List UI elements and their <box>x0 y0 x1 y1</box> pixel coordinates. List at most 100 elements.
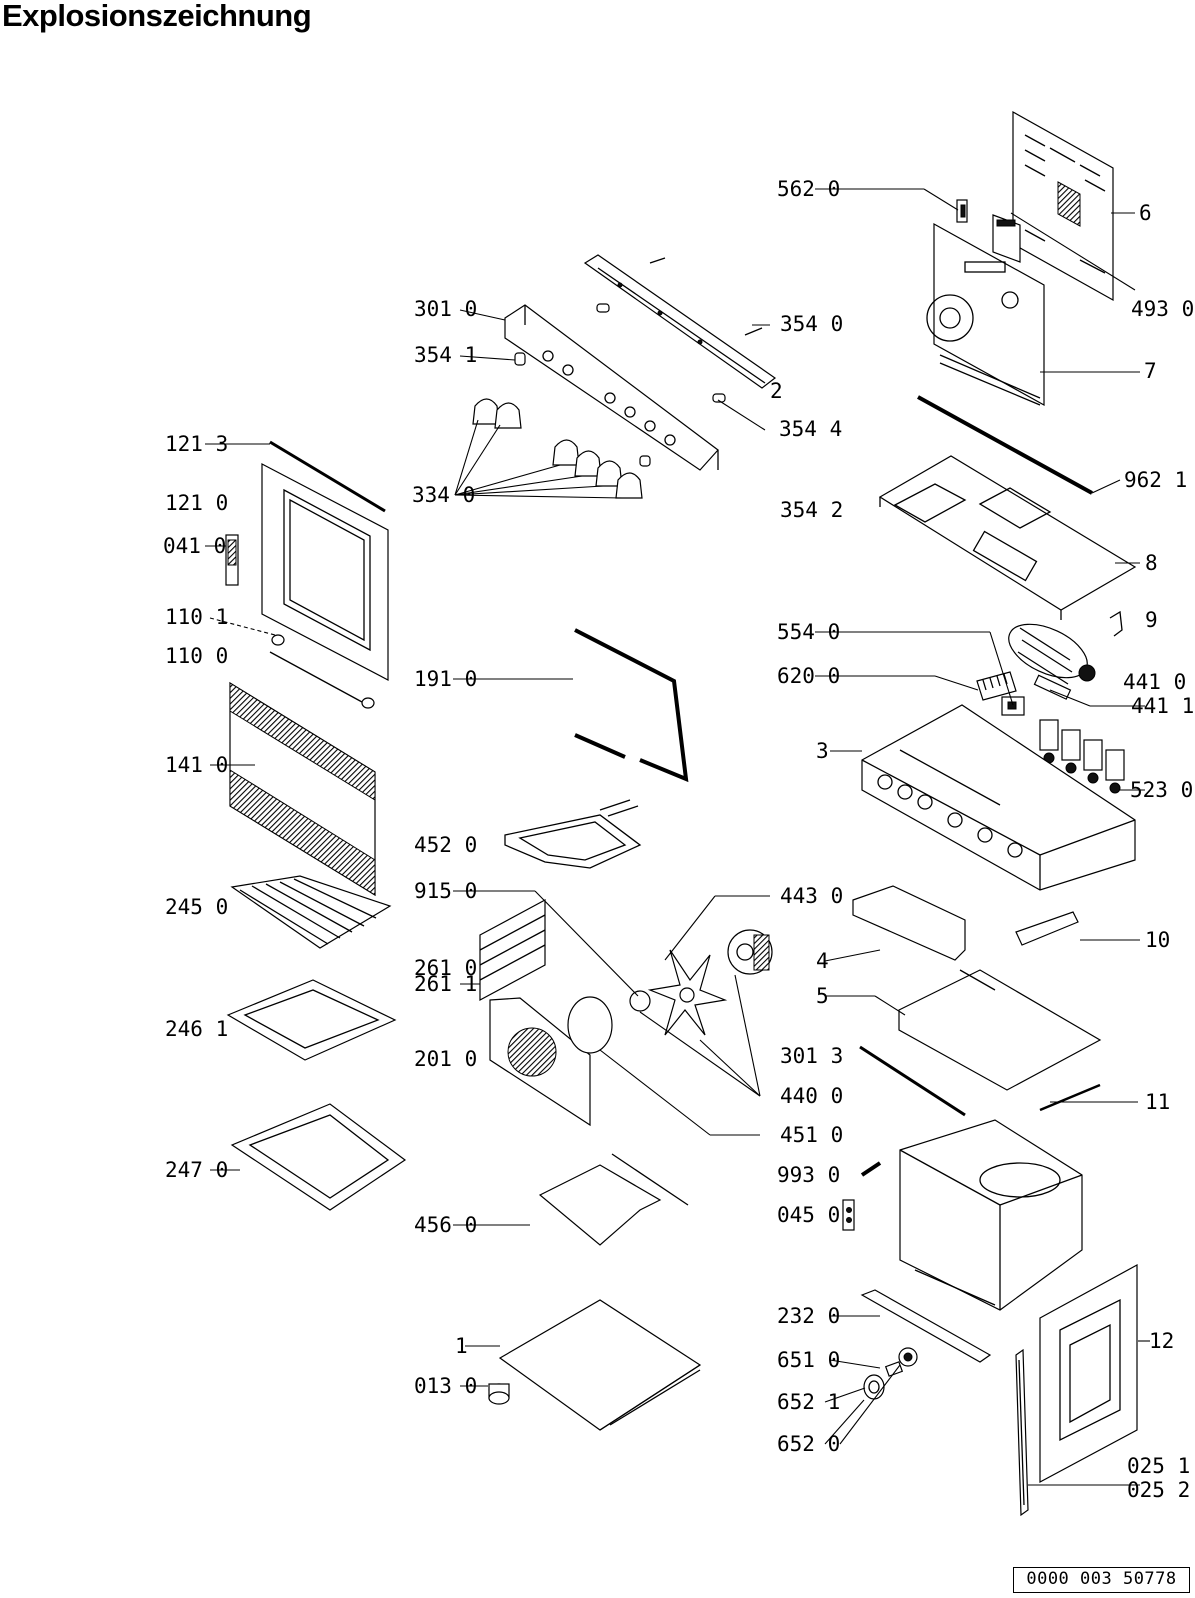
label-651-0: 651 0 <box>777 1348 840 1372</box>
label-5: 5 <box>816 984 829 1008</box>
label-110-1: 110 1 <box>165 605 228 629</box>
part-strip-301-3 <box>859 1045 966 1117</box>
label-247-0: 247 0 <box>165 1158 228 1182</box>
part-knob-bushing <box>884 1347 918 1377</box>
part-tangential-fan <box>1008 623 1096 685</box>
label-9: 9 <box>1145 608 1158 632</box>
part-rear-housing <box>926 222 1045 407</box>
label-7: 7 <box>1144 359 1157 383</box>
label-232-0: 232 0 <box>777 1304 840 1328</box>
label-201-0: 201 0 <box>414 1047 477 1071</box>
part-latch-045 <box>842 1199 855 1231</box>
label-1: 1 <box>455 1334 468 1358</box>
part-lamp <box>629 990 651 1012</box>
label-121-0: 121 0 <box>165 491 228 515</box>
leader-lines <box>205 188 1150 1486</box>
part-side-bracket-4 <box>852 885 966 961</box>
label-11: 11 <box>1145 1090 1170 1114</box>
label-3: 3 <box>816 739 829 763</box>
document-number-box: 0000 003 50778 <box>1013 1567 1190 1593</box>
label-334-0: 334 0 <box>412 483 475 507</box>
label-245-0: 245 0 <box>165 895 228 919</box>
label-554-0: 554 0 <box>777 620 840 644</box>
label-562-0: 562 0 <box>777 177 840 201</box>
label-041-0: 041 0 <box>163 534 226 558</box>
label-354-4: 354 4 <box>779 417 842 441</box>
part-base-plate <box>898 969 1102 1091</box>
part-panel-bracket <box>583 254 777 389</box>
part-bottom-plate <box>498 1299 702 1431</box>
part-control-knobs <box>472 398 643 499</box>
part-fan-ring <box>567 996 613 1054</box>
label-652-0: 652 0 <box>777 1432 840 1456</box>
label-301-0: 301 0 <box>414 297 477 321</box>
part-knob <box>863 1374 885 1400</box>
label-141-0: 141 0 <box>165 753 228 777</box>
label-441-1: 441 1 <box>1131 694 1194 718</box>
part-fan-bracket <box>1033 674 1072 700</box>
part-front-frame <box>1039 1263 1138 1484</box>
part-control-switches <box>1039 719 1125 794</box>
label-456-0: 456 0 <box>414 1213 477 1237</box>
label-493-0: 493 0 <box>1131 297 1194 321</box>
part-bracket-10 <box>1015 911 1079 946</box>
part-top-plate <box>878 455 1137 620</box>
part-rail-11 <box>1039 1083 1101 1112</box>
label-620-0: 620 0 <box>777 664 840 688</box>
label-261-1: 261 1 <box>414 972 477 996</box>
label-962-1: 962 1 <box>1124 468 1187 492</box>
label-440-0: 440 0 <box>780 1084 843 1108</box>
label-451-0: 451 0 <box>780 1123 843 1147</box>
label-246-1: 246 1 <box>165 1017 228 1041</box>
part-terminal-block <box>976 671 1017 701</box>
part-door-seal <box>574 628 689 783</box>
label-993-0: 993 0 <box>777 1163 840 1187</box>
page-title: Explosionszeichnung <box>2 0 312 33</box>
part-grill-element <box>504 799 642 869</box>
label-2: 2 <box>770 379 783 403</box>
part-door-handle <box>269 634 375 709</box>
part-wire-shelf <box>230 875 392 949</box>
part-rotisserie <box>538 1153 689 1246</box>
label-013-0: 013 0 <box>414 1374 477 1398</box>
label-443-0: 443 0 <box>780 884 843 908</box>
part-tray-247 <box>230 1103 407 1211</box>
part-control-panel <box>504 304 719 471</box>
label-6: 6 <box>1139 201 1152 225</box>
part-clip-562 <box>956 199 968 223</box>
label-045-0: 045 0 <box>777 1203 840 1227</box>
label-652-1: 652 1 <box>777 1390 840 1414</box>
label-12: 12 <box>1149 1329 1174 1353</box>
label-8: 8 <box>1145 551 1158 575</box>
label-452-0: 452 0 <box>414 833 477 857</box>
part-transformer <box>992 214 1021 263</box>
part-door-trim <box>269 440 386 513</box>
label-191-0: 191 0 <box>414 667 477 691</box>
part-inner-glass <box>229 681 376 897</box>
part-fan-cover <box>489 997 591 1127</box>
label-10: 10 <box>1145 928 1170 952</box>
part-control-housing <box>861 704 1136 891</box>
part-fan-wheel <box>647 949 728 1036</box>
part-fan-motor <box>727 929 773 975</box>
part-bracket-9 <box>1109 610 1123 637</box>
part-screw-993 <box>860 1161 882 1177</box>
part-switch <box>1001 696 1025 716</box>
label-354-1: 354 1 <box>414 343 477 367</box>
label-121-3: 121 3 <box>165 432 228 456</box>
part-seal-strip <box>917 395 1093 495</box>
label-441-0: 441 0 <box>1123 670 1186 694</box>
label-301-3: 301 3 <box>780 1044 843 1068</box>
part-door-hinge <box>225 534 239 586</box>
part-side-rack <box>479 898 546 1002</box>
part-tray-246 <box>226 979 397 1061</box>
part-front-strip <box>860 1289 992 1363</box>
part-bushings <box>514 257 763 467</box>
label-110-0: 110 0 <box>165 644 228 668</box>
label-025-2: 025 2 <box>1127 1478 1190 1502</box>
part-foot <box>488 1383 510 1405</box>
part-hinge-profile <box>1015 1348 1029 1517</box>
label-523-0: 523 0 <box>1130 778 1193 802</box>
